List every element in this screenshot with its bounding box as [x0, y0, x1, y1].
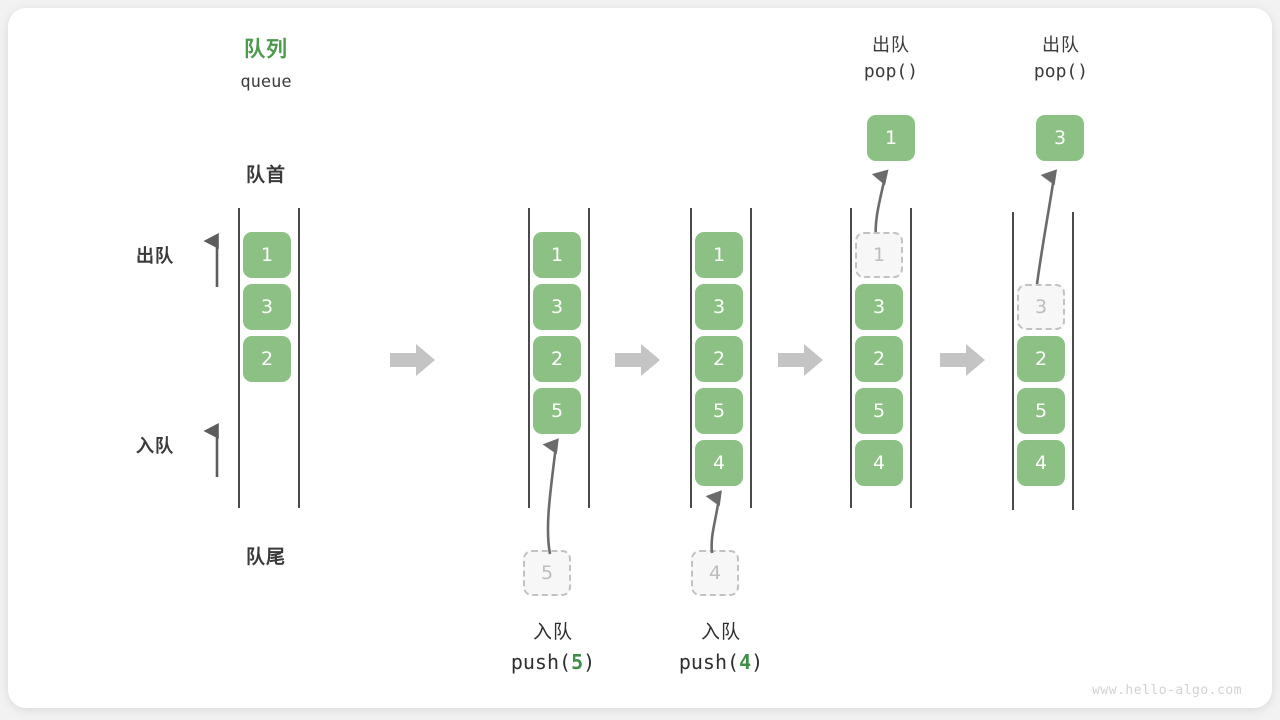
queue-rail-left [528, 208, 530, 508]
step-arrow-icon [390, 343, 436, 377]
queue-rail-right [298, 208, 300, 508]
step-arrow-icon [778, 343, 824, 377]
queue-panel-initial: 1 3 2 [238, 208, 300, 508]
push-4-caption: 入队 push(4) [636, 618, 806, 677]
queue-element: 5 [1017, 388, 1065, 434]
pop-3-caption: 出队 pop() [988, 33, 1134, 85]
queue-panel-pop-1: 1 3 2 5 4 [850, 208, 912, 508]
queue-element: 3 [855, 284, 903, 330]
code-suffix: ) [751, 649, 764, 674]
popped-element: 1 [867, 115, 915, 161]
pop-1-caption-cn: 出队 [872, 35, 910, 56]
popped-element-ghost: 1 [855, 232, 903, 278]
pop-3-caption-cn: 出队 [1042, 35, 1080, 56]
push-4-caption-cn: 入队 [700, 621, 741, 643]
incoming-element-ghost: 4 [691, 550, 739, 596]
queue-element: 5 [695, 388, 743, 434]
enqueue-up-arrow-icon [203, 422, 228, 478]
step-arrow-icon [940, 343, 986, 377]
queue-element: 2 [243, 336, 291, 382]
queue-element: 2 [1017, 336, 1065, 382]
queue-tail-label: 队尾 [245, 546, 286, 568]
diagram-title-en: queue [240, 72, 292, 92]
queue-rail-right [910, 208, 912, 508]
queue-element: 2 [695, 336, 743, 382]
diagram-title-cn: 队列 [244, 37, 288, 61]
enqueue-side-label: 入队 [136, 436, 174, 457]
queue-rail-right [750, 208, 752, 508]
queue-rail-left [690, 208, 692, 508]
queue-rail-right [1072, 212, 1074, 510]
queue-panel-after-push-4: 1 3 2 5 4 [690, 208, 752, 508]
queue-panel-pop-3: 3 2 5 4 [1012, 212, 1074, 510]
queue-head-label: 队首 [245, 164, 286, 186]
pop-3-caption-code: pop() [1033, 61, 1089, 83]
popped-element-ghost: 3 [1017, 284, 1065, 330]
pop-arrow-icon [1024, 164, 1074, 294]
queue-element: 4 [1017, 440, 1065, 486]
pop-1-caption: 出队 pop() [818, 33, 964, 85]
code-prefix: push( [678, 649, 740, 674]
code-suffix: ) [583, 649, 596, 674]
popped-element: 3 [1036, 115, 1084, 161]
push-arrow-icon [698, 484, 738, 556]
queue-element: 1 [243, 232, 291, 278]
step-arrow-icon [615, 343, 661, 377]
queue-element: 4 [855, 440, 903, 486]
queue-element: 5 [855, 388, 903, 434]
watermark: www.hello-algo.com [1092, 683, 1242, 698]
code-prefix: push( [510, 649, 572, 674]
push-5-caption-cn: 入队 [532, 621, 573, 643]
queue-rail-left [850, 208, 852, 508]
queue-element-new: 5 [533, 388, 581, 434]
queue-rail-right [588, 208, 590, 508]
incoming-element-ghost: 5 [523, 550, 571, 596]
push-4-caption-code: push(4) [636, 647, 806, 677]
queue-element: 1 [533, 232, 581, 278]
queue-element: 1 [695, 232, 743, 278]
queue-panel-after-push-5: 1 3 2 5 [528, 208, 590, 508]
dequeue-up-arrow-icon [203, 232, 228, 288]
code-arg: 5 [571, 649, 584, 674]
queue-element: 2 [855, 336, 903, 382]
dequeue-side-label: 出队 [136, 246, 174, 267]
code-arg: 4 [739, 649, 752, 674]
queue-element-new: 4 [695, 440, 743, 486]
push-5-caption: 入队 push(5) [468, 618, 638, 677]
push-5-caption-code: push(5) [468, 647, 638, 677]
queue-element: 3 [695, 284, 743, 330]
queue-element: 3 [243, 284, 291, 330]
queue-element: 2 [533, 336, 581, 382]
queue-rail-left [1012, 212, 1014, 510]
pop-1-caption-code: pop() [863, 61, 919, 83]
queue-rail-left [238, 208, 240, 508]
push-arrow-icon [530, 432, 576, 557]
queue-element: 3 [533, 284, 581, 330]
